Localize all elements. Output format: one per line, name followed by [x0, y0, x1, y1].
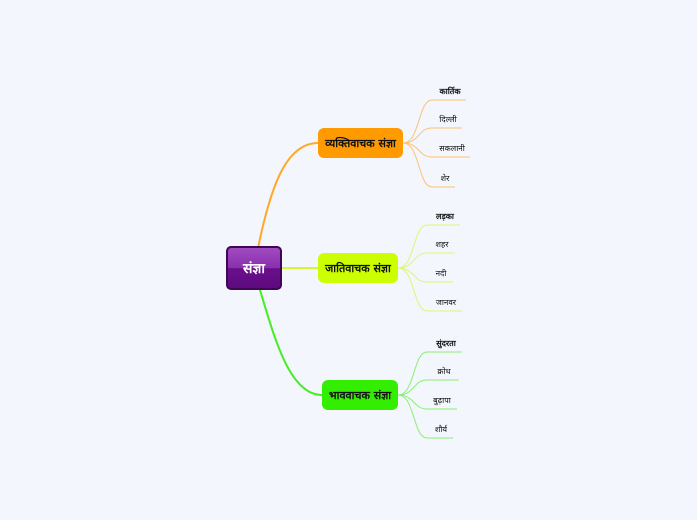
- leaf-node[interactable]: कार्तिक: [439, 87, 461, 96]
- branch-common-noun[interactable]: जातिवाचक संज्ञा: [318, 253, 398, 283]
- branch-proper-noun[interactable]: व्यक्तिवाचक संज्ञा: [318, 128, 403, 158]
- leaf-node[interactable]: लड़का: [436, 212, 454, 221]
- leaf-node[interactable]: शौर्य: [434, 425, 448, 434]
- leaf-node[interactable]: क्रोध: [437, 367, 451, 376]
- leaf-node[interactable]: सुंदरता: [436, 339, 456, 348]
- leaf-node[interactable]: बुढ़ापा: [433, 396, 451, 405]
- branch-abstract-noun[interactable]: भाववाचक संज्ञा: [322, 380, 398, 410]
- root-node[interactable]: संज्ञा: [226, 246, 282, 290]
- leaf-node[interactable]: शहर: [435, 240, 449, 249]
- leaf-node[interactable]: नदी: [435, 269, 447, 278]
- leaf-node[interactable]: दिल्ली: [439, 115, 457, 124]
- leaf-node[interactable]: सकलानी: [439, 144, 465, 153]
- leaf-node[interactable]: जानवर: [435, 298, 457, 307]
- leaf-node[interactable]: शेर: [440, 174, 450, 183]
